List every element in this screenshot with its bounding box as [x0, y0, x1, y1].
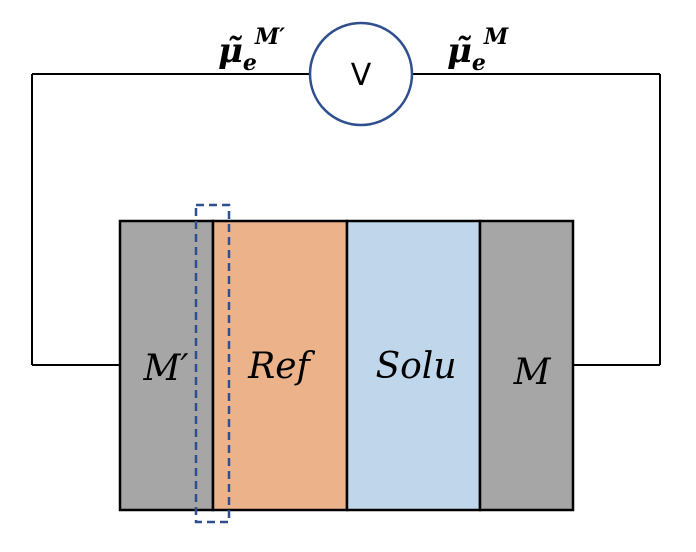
svg-text:μ̃eM′: μ̃eM′: [218, 24, 285, 76]
potential-right-sup: M: [483, 24, 509, 50]
circuit-wire: [31, 73, 661, 366]
interface-dashed-box: [194, 203, 231, 524]
potential-left-base: μ̃: [218, 31, 243, 71]
potential-left-sup: M′: [254, 24, 285, 50]
compartment-m-prime-label: M′: [142, 348, 188, 389]
svg-text:μ̃eM: μ̃eM: [447, 24, 509, 76]
compartment-solu-label: Solu: [375, 346, 456, 387]
voltmeter-circle: [308, 21, 414, 127]
compartment-ref-label: Ref: [247, 346, 315, 387]
potential-left: μ̃eM′: [218, 24, 285, 76]
compartment-m: [478, 219, 575, 512]
compartment-m-label: M: [513, 352, 552, 393]
potential-right-base: μ̃: [447, 31, 472, 71]
potential-right-sub: e: [472, 50, 486, 76]
potential-right: μ̃eM: [447, 24, 509, 76]
compartment-ref: [211, 219, 349, 512]
voltmeter: V: [308, 21, 414, 127]
potential-left-sub: e: [243, 50, 257, 76]
compartment-solu: [345, 219, 482, 512]
voltmeter-label: V: [351, 58, 372, 93]
cell: M′ Ref Solu M: [118, 219, 575, 512]
